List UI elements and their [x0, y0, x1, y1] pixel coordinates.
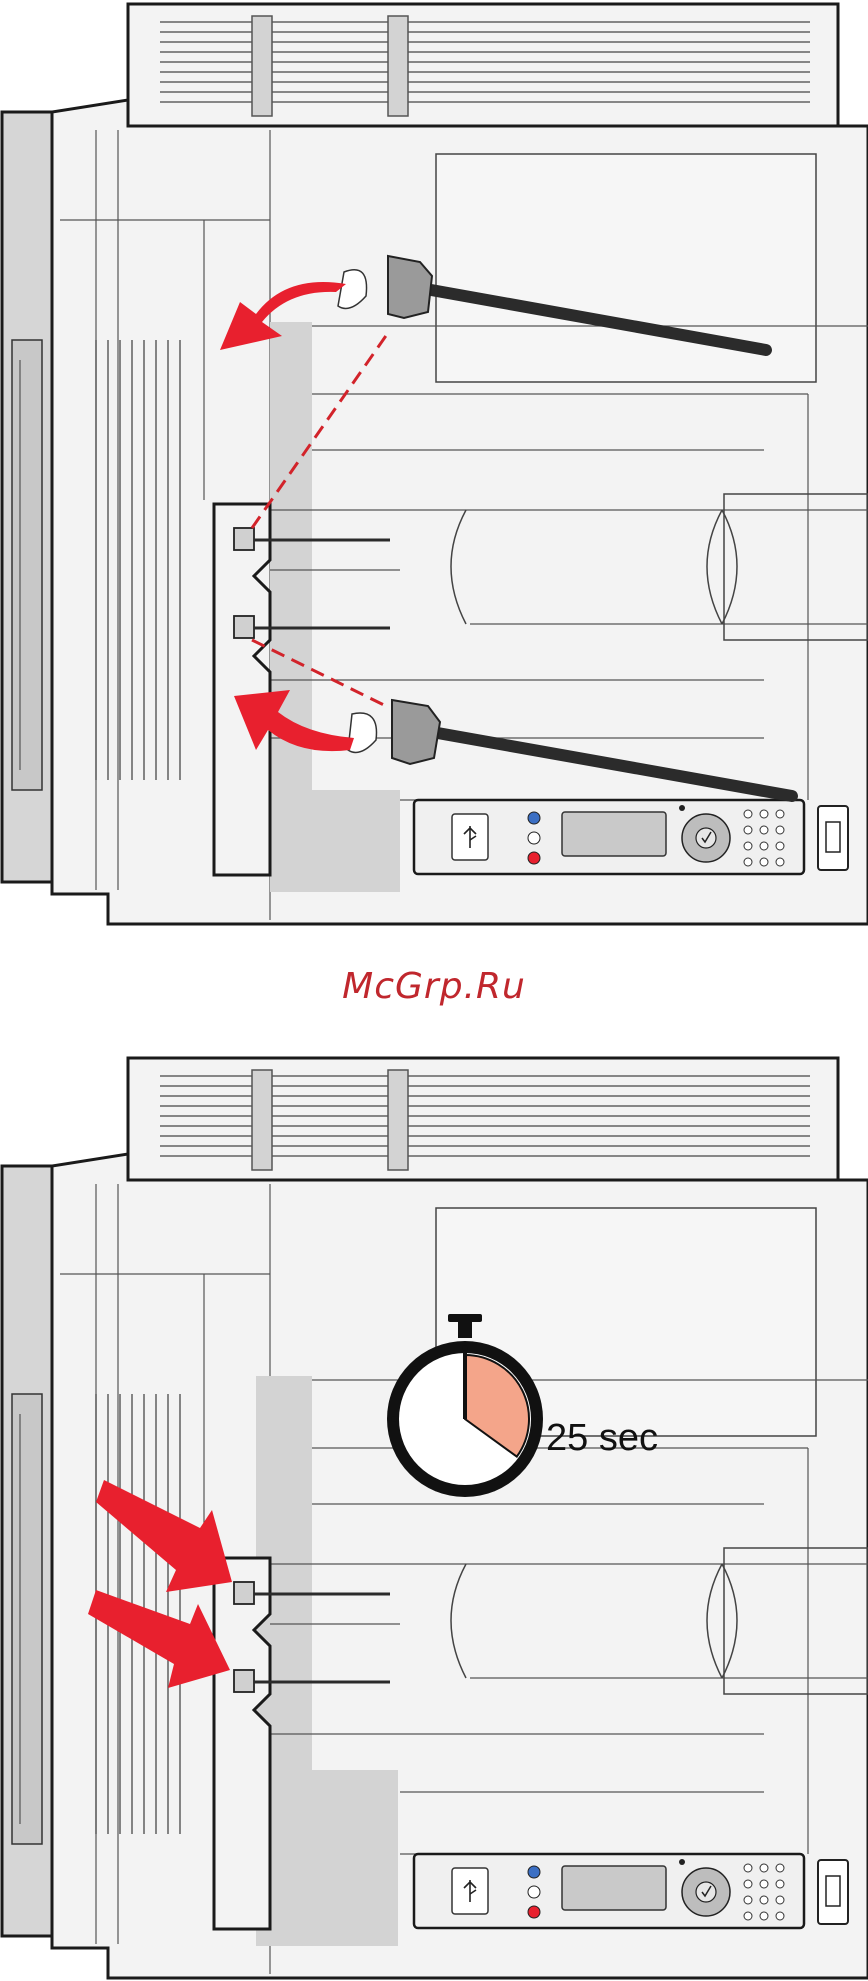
timer-label: 25 sec — [546, 1417, 658, 1459]
display-screen — [562, 1866, 666, 1910]
control-panel — [414, 800, 804, 874]
tray-clip-right — [388, 16, 408, 116]
connector-plate — [214, 1558, 270, 1929]
printer-illustration-unplug — [0, 0, 868, 940]
connector-plate — [214, 504, 270, 875]
tray-clip-right — [388, 1070, 408, 1170]
watermark-text: McGrp.Ru — [0, 966, 868, 1007]
stop-button[interactable] — [528, 852, 540, 864]
side-door-handle — [12, 1394, 42, 1844]
control-panel — [414, 1854, 804, 1928]
printer-illustration-reconnect: 25 sec — [0, 1054, 868, 1981]
display-screen — [562, 812, 666, 856]
tray-clip-left — [252, 16, 272, 116]
tray-clip-left — [252, 1070, 272, 1170]
side-door-handle — [12, 340, 42, 790]
menu-button[interactable] — [528, 1886, 540, 1898]
menu-button[interactable] — [528, 832, 540, 844]
stop-button[interactable] — [528, 1906, 540, 1918]
sleep-button[interactable] — [528, 812, 540, 824]
sleep-button[interactable] — [528, 1866, 540, 1878]
